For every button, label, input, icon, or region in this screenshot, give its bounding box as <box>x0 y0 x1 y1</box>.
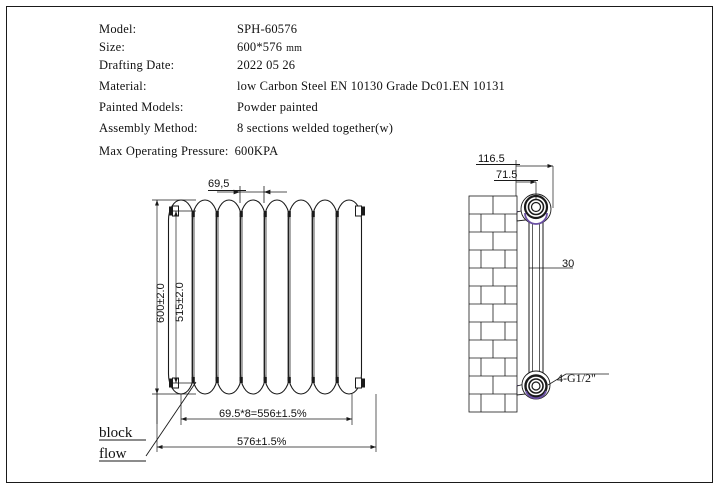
spec-row-model: Model: SPH-60576 <box>99 22 569 40</box>
spec-row-assembly-method: Assembly Method: 8 sections welded toget… <box>99 121 569 139</box>
port-bottom <box>521 370 551 400</box>
wall-brick-hatch <box>468 195 518 413</box>
label-block: block <box>99 425 133 441</box>
spec-label-model: Model: <box>99 22 137 36</box>
dim-label-width-sections: 69.5*8=556±1.5% <box>219 408 307 420</box>
spec-label-material: Material: <box>99 79 147 93</box>
spec-row-max-pressure: Max Operating Pressure: 600KPA <box>99 144 569 162</box>
spec-label-painted-models: Painted Models: <box>99 100 184 114</box>
spec-row-drafting-date: Drafting Date: 2022 05 26 <box>99 58 569 76</box>
spec-value-material: low Carbon Steel EN 10130 Grade Dc01.EN … <box>237 79 505 93</box>
leader-port-label <box>547 373 609 386</box>
spec-value-max-pressure: 600KPA <box>234 144 279 158</box>
leader-block-flow <box>99 381 197 462</box>
spec-value-assembly-method: 8 sections welded together(w) <box>237 121 394 135</box>
dim-label-depth-port: 71.5 <box>496 169 518 181</box>
label-flow: flow <box>99 446 127 462</box>
spec-value-model: SPH-60576 <box>237 22 298 36</box>
dim-widths <box>156 394 377 452</box>
spec-value-size: 600*576 <box>237 40 283 54</box>
spec-row-size: Size: 600*576 mm <box>99 40 569 58</box>
dim-label-width-overall: 576±1.5% <box>237 436 287 448</box>
spec-value-drafting-date: 2022 05 26 <box>237 58 296 72</box>
spec-label-drafting-date: Drafting Date: <box>99 58 175 72</box>
spec-label-assembly-method: Assembly Method: <box>99 121 198 135</box>
label-port-thread: 4-G1/2" <box>557 371 596 385</box>
spec-label-max-pressure: Max Operating Pressure: <box>99 144 229 158</box>
dim-label-pitch: 69,5 <box>208 178 230 190</box>
specification-block: Model: SPH-60576 Size: 600*576 mm Drafti… <box>99 22 569 162</box>
spec-label-size: Size: <box>99 40 125 54</box>
radiator-side-body <box>528 209 544 383</box>
spec-row-painted-models: Painted Models: Powder painted <box>99 100 569 118</box>
dim-label-body-width: 30 <box>562 258 575 270</box>
spec-row-material: Material: low Carbon Steel EN 10130 Grad… <box>99 79 569 97</box>
sheet-border <box>6 6 713 483</box>
dim-body-width <box>528 258 573 280</box>
spec-value-painted-models: Powder painted <box>237 100 318 114</box>
port-top <box>520 193 552 225</box>
spec-unit-size: mm <box>286 43 303 54</box>
dim-label-depth-overall: 116.5 <box>478 153 505 165</box>
dim-depths <box>476 160 554 208</box>
dim-section-pitch <box>208 186 287 203</box>
